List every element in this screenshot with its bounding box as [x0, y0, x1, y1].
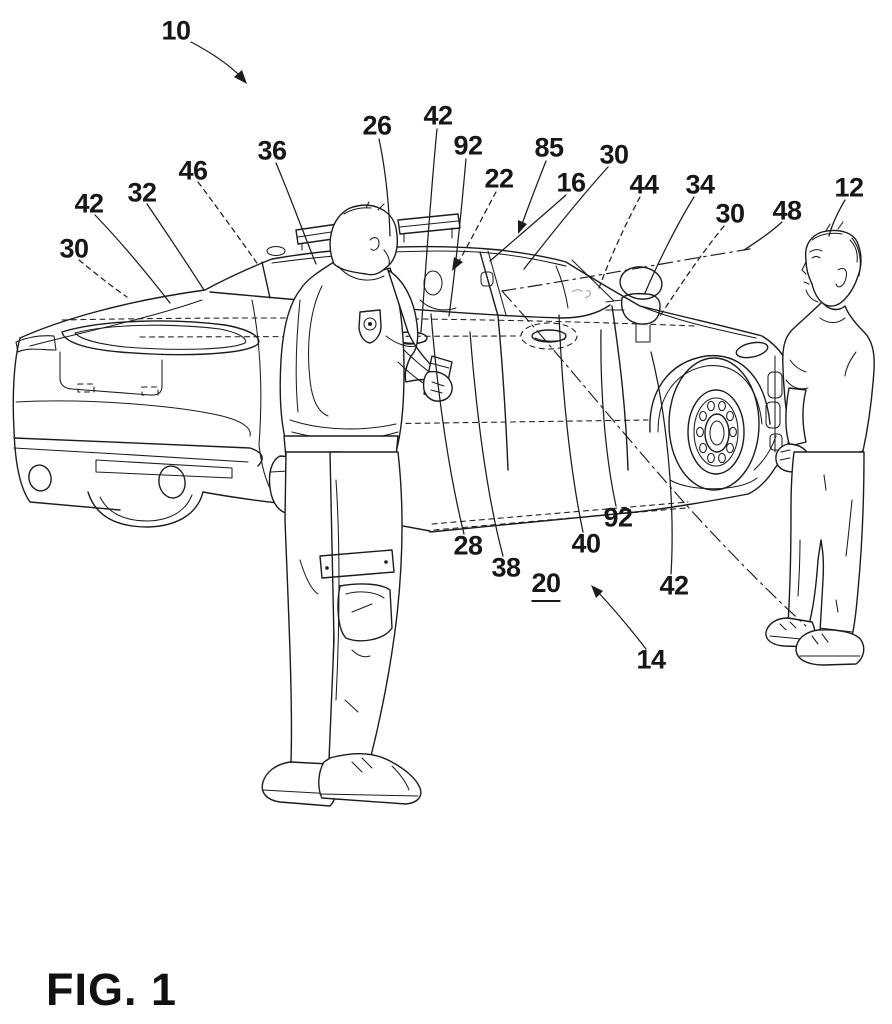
ref-label-30-roof: 30: [599, 139, 629, 170]
ref-label-20: 20: [531, 570, 561, 602]
front-wheel: [649, 355, 771, 491]
ref-label-32: 32: [127, 177, 157, 208]
civilian-head: [804, 229, 862, 307]
ref-label-22: 22: [484, 163, 514, 194]
ref-label-10: 10: [161, 15, 191, 46]
ref-label-36: 36: [257, 135, 287, 166]
ref-label-42-top: 42: [423, 100, 453, 131]
ref-label-85: 85: [534, 132, 564, 163]
pillar-camera: [480, 271, 494, 287]
officer-figure: [261, 201, 453, 807]
deck-antenna: [266, 245, 286, 257]
ref-label-40: 40: [571, 528, 601, 559]
ref-label-30-rear: 30: [59, 233, 89, 264]
headlight: [735, 341, 769, 359]
cargo-pocket: [319, 549, 395, 642]
civilian-shoes: [765, 617, 865, 666]
front-door-handle: [520, 322, 578, 350]
leader-lines: [78, 128, 846, 575]
figure-caption: FIG. 1: [46, 964, 178, 1015]
officer-shoes: [261, 753, 422, 807]
front-end: [639, 305, 783, 471]
arrow-22: [452, 257, 463, 271]
ref-label-92-top: 92: [453, 130, 483, 161]
ref-label-44: 44: [629, 169, 659, 200]
ref-label-16: 16: [556, 167, 586, 198]
shoulder-patch: [358, 309, 382, 344]
bumper-detail: [77, 383, 95, 393]
exhaust-tip: [158, 465, 186, 499]
civilian-figure: [765, 221, 875, 666]
bumper-detail: [141, 386, 159, 396]
ref-label-46: 46: [178, 155, 208, 186]
ref-label-92-bottom: 92: [603, 502, 633, 533]
seat-headrest: [423, 270, 443, 296]
exhaust-tip: [28, 464, 52, 492]
arrows: [190, 41, 647, 650]
ref-label-28: 28: [453, 530, 483, 561]
ref-label-34: 34: [685, 169, 715, 200]
ref-label-14: 14: [636, 644, 666, 675]
taillight: [15, 320, 260, 356]
ref-label-42-bottom: 42: [659, 570, 689, 601]
ref-label-48: 48: [772, 195, 802, 226]
ref-label-30-mirror: 30: [715, 198, 745, 229]
ref-label-26: 26: [362, 110, 392, 141]
officer-head: [329, 204, 399, 276]
ref-label-38: 38: [491, 552, 521, 583]
rear-wheel: [87, 491, 204, 528]
arrow-14: [596, 590, 647, 650]
ref-label-12: 12: [834, 172, 864, 203]
arrow-85: [518, 220, 527, 234]
ref-label-42-rear: 42: [74, 188, 104, 219]
arrow-10: [190, 41, 244, 80]
sensor-field-of-view: [501, 248, 807, 627]
